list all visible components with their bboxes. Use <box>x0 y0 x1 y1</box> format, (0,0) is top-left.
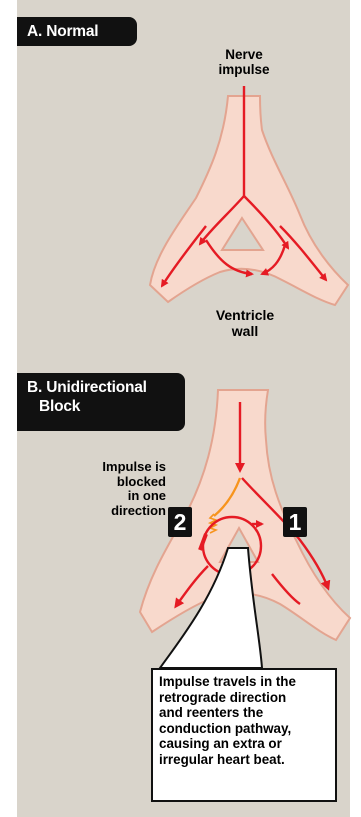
retrograde-callout-box: Impulse travels in the retrograde direct… <box>151 668 337 802</box>
blocked-label-line2: blocked <box>66 475 166 490</box>
blocked-label-line1: Impulse is <box>66 460 166 475</box>
nerve-impulse-label: Nerve impulse <box>214 47 274 77</box>
callout-line-5: causing an extra or <box>159 736 329 752</box>
panel-a-header: A. Normal <box>17 17 137 46</box>
nerve-impulse-label-line1: Nerve <box>214 47 274 62</box>
ventricle-wall-label-line1: Ventricle <box>205 308 285 324</box>
callout-line-3: and reenters the <box>159 705 329 721</box>
nerve-impulse-label-line2: impulse <box>214 62 274 77</box>
callout-line-4: conduction pathway, <box>159 721 329 737</box>
panel-b-header: B. Unidirectional Block <box>17 373 185 431</box>
panel-b-header-line1: B. Unidirectional <box>27 379 185 398</box>
blocked-direction-label: Impulse is blocked in one direction <box>66 460 166 518</box>
blocked-label-line3: in one <box>66 489 166 504</box>
marker-1: 1 <box>283 507 307 537</box>
marker-2: 2 <box>168 507 192 537</box>
callout-line-6: irregular heart beat. <box>159 752 329 768</box>
callout-line-1: Impulse travels in the <box>159 674 329 690</box>
panel-b-header-line2: Block <box>27 398 185 417</box>
callout-line-2: retrograde direction <box>159 690 329 706</box>
blocked-label-line4: direction <box>66 504 166 519</box>
ventricle-wall-label-line2: wall <box>205 324 285 340</box>
ventricle-wall-label: Ventricle wall <box>205 308 285 339</box>
